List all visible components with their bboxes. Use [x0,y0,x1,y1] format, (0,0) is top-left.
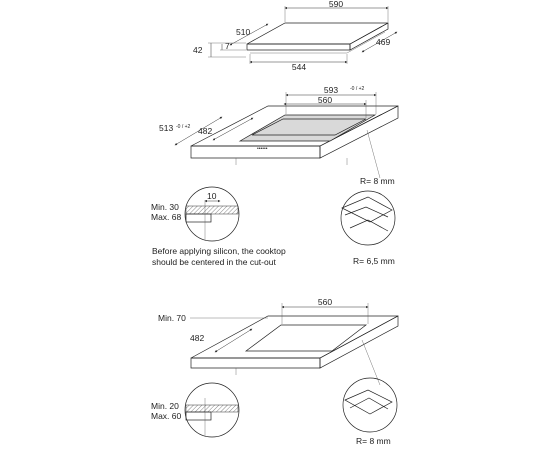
dim-depth-outer: 513 [159,123,173,133]
countertop-surface [190,315,399,375]
dim-depth-side: 510 [236,27,250,37]
svg-text:••••••: •••••• [257,146,268,152]
centering-note-line1: Before applying silicon, the cooktop [152,246,286,256]
radius-label-surface: R= 8 mm [356,436,391,446]
dim-width-bottom: 544 [292,62,306,72]
dim-height-total: 42 [193,45,203,55]
edge-max-label-surface: Max. 60 [151,411,182,421]
corner-radius-detail-surface: R= 8 mm [342,339,398,446]
radius-inner-label: R= 6,5 mm [353,256,395,266]
centering-note-line2: should be centered in the cut-out [152,257,276,267]
radius-outer-label: R= 8 mm [360,176,395,186]
cooktop-slab [246,22,389,54]
section-surface-cutout: 560 Min. 70 482 R= 8 mm Min. 20 Max. 60 [151,297,399,446]
section-flush-cutout: •••••• 593 -0 / +2 560 513 -0 / +2 482 R… [151,85,399,267]
countertop-flush: •••••• [190,105,399,165]
dim-width-outer: 593 [324,85,338,95]
edge-offset-label: 10 [207,191,217,201]
dim-width-cutout-surface: 560 [318,297,332,307]
dim-width-outer-tolerance: -0 / +2 [350,86,365,92]
edge-max-label: Max. 68 [151,212,182,222]
dim-width-top: 590 [329,0,343,9]
edge-section-detail-surface: Min. 20 Max. 60 [151,382,240,438]
dim-depth-cutout-surface: 482 [190,333,204,343]
section-cooktop-dimensions: 590 510 469 544 42 7 [193,0,398,72]
dim-height-glass: 7 [225,41,230,51]
dim-width-cutout: 560 [318,95,332,105]
dim-depth-right: 469 [376,37,390,47]
dim-depth-outer-tolerance: -0 / +2 [176,124,191,130]
edge-section-detail: 10 Min. 30 Max. 68 [151,186,240,242]
dim-depth-cutout: 482 [198,126,212,136]
edge-min-label: Min. 30 [151,202,179,212]
corner-radius-detail: R= 8 mm R= 6,5 mm [340,129,396,266]
front-min-label: Min. 70 [158,313,186,323]
edge-min-label-surface: Min. 20 [151,401,179,411]
